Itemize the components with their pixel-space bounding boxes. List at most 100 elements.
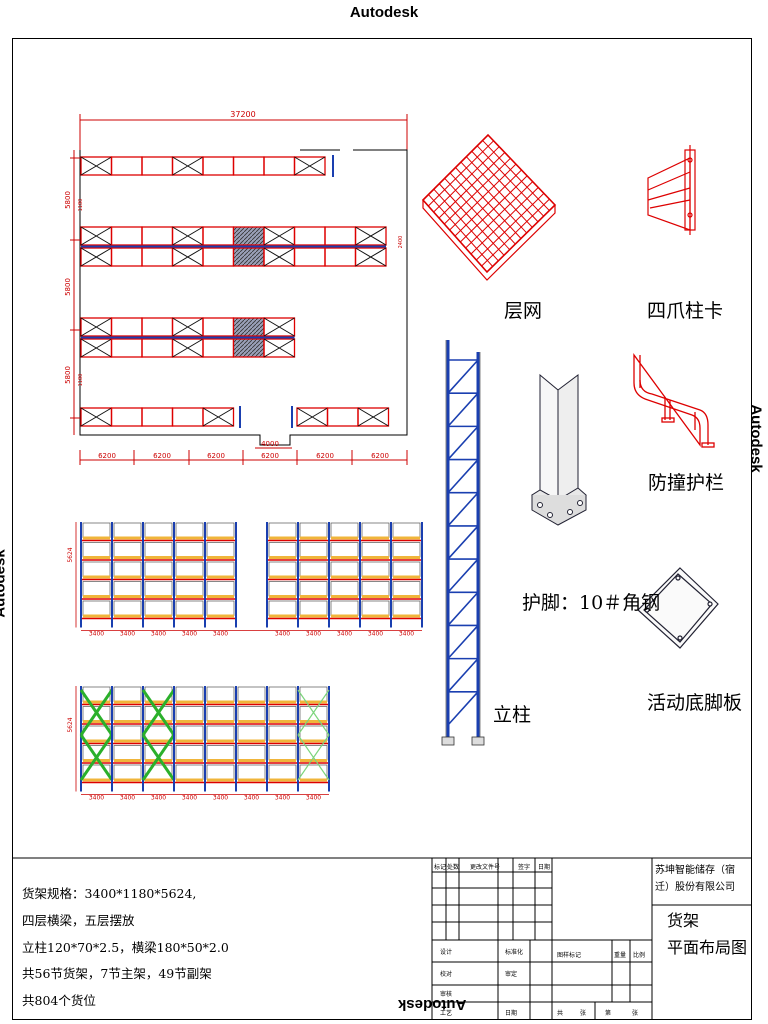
tb-stage-mark: 图样标记: [557, 952, 582, 959]
bay-bracing: [263, 317, 295, 337]
watermark-top: Autodesk: [349, 4, 419, 21]
pallet-load: [206, 600, 235, 616]
pallet-load: [361, 522, 390, 538]
bay-bracing: [263, 338, 295, 358]
pallet-base: [145, 759, 172, 762]
base-foot: [441, 736, 455, 746]
column-clip-drawing: [647, 145, 696, 235]
plan-bay: [354, 247, 387, 267]
pallet-base: [269, 595, 296, 598]
pallet-base: [176, 720, 203, 723]
pallet-load: [144, 542, 173, 558]
pallet-base: [362, 536, 389, 540]
plan-bay: [110, 317, 143, 337]
bay-width-label-1: 6200: [98, 452, 116, 460]
tb-header-date: 日期: [538, 864, 551, 871]
bay-bracing: [357, 407, 389, 427]
pallet-load: [82, 542, 111, 558]
plan-bay: [141, 156, 174, 176]
pallet-base: [114, 739, 141, 743]
note-bays: 共56节货架，7节主架，49节副架: [22, 966, 212, 981]
pallet-base: [331, 575, 358, 579]
pallet-load: [392, 600, 421, 616]
frame-diagonal: [447, 359, 479, 394]
bay-width-label: 3400: [151, 631, 166, 638]
pallet-load: [113, 686, 142, 702]
pallet-base: [83, 700, 110, 704]
pallet-load: [175, 561, 204, 577]
bay-bracing: [263, 247, 295, 267]
pallet-load: [392, 522, 421, 538]
tb-sheet-no-unit: 张: [632, 1010, 639, 1017]
pallet-load: [82, 561, 111, 577]
pallet-base: [331, 595, 358, 598]
pallet-base: [207, 759, 234, 762]
pallet-load: [175, 581, 204, 597]
plan-bay: [232, 317, 265, 337]
bay-bracing: [172, 338, 204, 358]
plan-bay: [110, 407, 143, 427]
plan-bay: [110, 247, 143, 267]
pallet-load: [268, 745, 297, 761]
plan-bay: [263, 156, 296, 176]
pallet-load: [330, 600, 359, 616]
mesh-wire: [481, 198, 550, 267]
note-spec: 货架规格：3400*1180*5624,: [22, 886, 197, 901]
plan-outline: [79, 149, 408, 446]
tb-role-design: 设计: [440, 949, 453, 956]
pallet-base: [145, 536, 172, 540]
tb-sheet-no: 第: [605, 1010, 612, 1017]
pallet-load: [144, 561, 173, 577]
pallet-base: [300, 700, 327, 704]
pallet-base: [176, 739, 203, 743]
pallet-base: [393, 536, 420, 540]
plan-bay: [141, 317, 174, 337]
tb-scale: 比例: [633, 952, 646, 959]
flue-label-right: 2400: [398, 236, 404, 249]
pallet-base: [176, 778, 203, 782]
frame-diagonal: [447, 658, 479, 693]
bay-bracing: [355, 247, 387, 267]
plan-bay: [141, 407, 174, 427]
pallet-base: [114, 556, 141, 559]
cross-bracing: [297, 734, 330, 781]
tb-role-process: 工艺: [440, 1010, 453, 1017]
pallet-base: [145, 739, 172, 743]
tb-header-change-doc: 更改文件号: [470, 864, 501, 871]
pallet-base: [83, 778, 110, 782]
pallet-load: [113, 764, 142, 780]
note-positions: 共804个货位: [22, 993, 96, 1008]
pallet-base: [145, 700, 172, 704]
pallet-load: [175, 542, 204, 558]
plan-bay: [202, 317, 235, 337]
drawing-sheet: [12, 38, 752, 1020]
foot-guard-label: 护脚：10＃角钢: [522, 592, 661, 614]
frame-diagonal: [447, 591, 479, 626]
mesh-wire: [475, 192, 545, 261]
pallet-base: [176, 536, 203, 540]
pallet-load: [299, 706, 328, 722]
row-pitch-label-2: 5800: [64, 278, 72, 296]
bay-width-label: 3400: [213, 631, 228, 638]
plan-left-dimension: [70, 150, 80, 435]
pallet-base: [145, 575, 172, 579]
pallet-base: [176, 700, 203, 704]
pallet-load: [206, 706, 235, 722]
plan-bottom-dimension: [79, 447, 408, 465]
frame-diagonal: [447, 558, 479, 593]
pallet-base: [114, 614, 141, 618]
total-width-label: 37200: [230, 110, 255, 119]
bay-bracing: [172, 226, 204, 246]
plan-bay: [324, 226, 357, 246]
bay-width-label: 3400: [182, 631, 197, 638]
pallet-load: [206, 542, 235, 558]
plan-bay: [141, 226, 174, 246]
pallet-base: [145, 595, 172, 598]
pallet-base: [176, 614, 203, 618]
pallet-load: [113, 706, 142, 722]
pallet-load: [299, 600, 328, 616]
pallet-base: [269, 759, 296, 762]
plan-bay: [171, 407, 204, 427]
pallet-base: [300, 720, 327, 723]
